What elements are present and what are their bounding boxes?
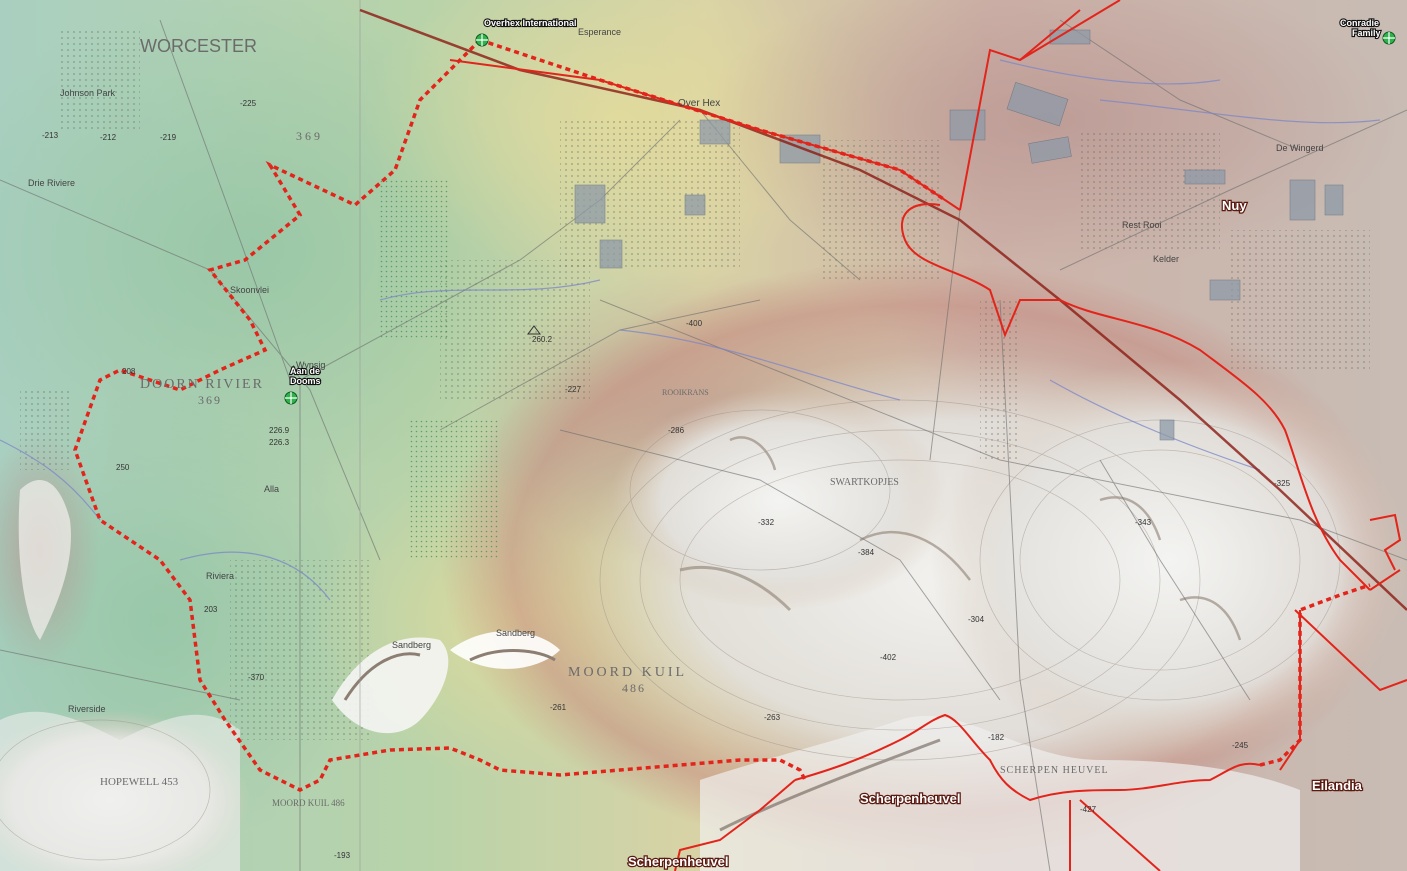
marker-aan-de-dooms[interactable]: Aan de Dooms — [284, 365, 322, 405]
svg-text:-370: -370 — [248, 673, 265, 682]
spot-heights: -219 -213 -212 -225 226.9 226.3 208 203 … — [42, 99, 1291, 860]
svg-text:-402: -402 — [880, 653, 897, 662]
svg-text:-245: -245 — [1232, 741, 1249, 750]
place-kelder: Kelder — [1153, 254, 1179, 264]
town-eilandia: Eilandia — [1312, 778, 1363, 793]
town-scherpenheuvel-1: Scherpenheuvel — [860, 791, 960, 806]
water-bodies — [574, 29, 1344, 441]
svg-text:-343: -343 — [1135, 518, 1152, 527]
place-sandberg-1: Sandberg — [392, 640, 431, 650]
region-doorn-num: 369 — [198, 393, 222, 407]
region-scherpen-heuvel: SCHERPEN HEUVEL — [1000, 765, 1109, 776]
svg-text:226.9: 226.9 — [269, 426, 290, 435]
region-hopewell: HOPEWELL 453 — [100, 776, 179, 788]
place-johnson-park: Johnson Park — [60, 88, 116, 98]
svg-text:-400: -400 — [686, 319, 703, 328]
hill-ridges — [0, 436, 1300, 871]
region-moord-kuil: MOORD KUIL — [568, 665, 687, 680]
town-labels: WORCESTER Nuy Scherpenheuvel Scherpenheu… — [140, 36, 1364, 870]
streams — [0, 59, 1381, 601]
svg-text:-304: -304 — [968, 615, 985, 624]
svg-text:-261: -261 — [550, 703, 567, 712]
marker-overhex-label: Overhex International — [484, 18, 577, 28]
place-alla: Alla — [264, 484, 279, 494]
marker-conradie-label-1: Conradie — [1340, 18, 1379, 28]
svg-text:-212: -212 — [100, 133, 117, 142]
place-riverside: Riverside — [68, 704, 106, 714]
crosshair-icon — [1383, 32, 1395, 44]
svg-text:-227: -227 — [565, 385, 582, 394]
svg-text:226.3: 226.3 — [269, 438, 290, 447]
trig-beacon-icon — [527, 325, 541, 335]
place-riviera: Riviera — [206, 571, 234, 581]
svg-text:-225: -225 — [240, 99, 257, 108]
town-worcester: WORCESTER — [140, 36, 257, 56]
town-scherpenheuvel-2: Scherpenheuvel — [628, 854, 728, 869]
marker-aan-de-dooms-label-2: Dooms — [290, 376, 321, 386]
svg-text:-286: -286 — [668, 426, 685, 435]
region-rooikrans: ROOIKRANS — [662, 388, 709, 397]
region-moord-num: 486 — [622, 681, 646, 695]
marker-conradie-label-2: Family — [1352, 28, 1381, 38]
national-road — [359, 8, 1407, 611]
dashed-boundary — [73, 38, 807, 792]
svg-text:-219: -219 — [160, 133, 177, 142]
region-swartkopjes: SWARTKOPJES — [830, 477, 899, 488]
place-labels: Over Hex Skoonvlei Wynsig Rest Rooi De W… — [28, 27, 1324, 714]
svg-text:-332: -332 — [758, 518, 775, 527]
crosshair-icon — [285, 392, 297, 404]
marker-aan-de-dooms-label-1: Aan de — [290, 366, 320, 376]
farmland-patches — [20, 30, 1370, 740]
svg-text:203: 203 — [204, 605, 218, 614]
svg-text:-193: -193 — [334, 851, 351, 860]
place-sandberg-2: Sandberg — [496, 628, 535, 638]
crosshair-icon — [476, 34, 488, 46]
svg-text:-263: -263 — [764, 713, 781, 722]
place-drie-riviere: Drie Riviere — [28, 178, 75, 188]
region-labels: DOORN RIVIER 369 3 6 9 MOORD KUIL 486 MO… — [100, 129, 1109, 808]
place-esperance: Esperance — [578, 27, 621, 37]
place-rest-rooi: Rest Rooi — [1122, 220, 1162, 230]
region-369-top: 3 6 9 — [296, 129, 320, 143]
svg-text:-213: -213 — [42, 131, 59, 140]
place-skoonvlei: Skoonvlei — [230, 285, 269, 295]
place-over-hex: Over Hex — [678, 98, 720, 109]
svg-text:-384: -384 — [858, 548, 875, 557]
dashed-boundary-east — [1259, 583, 1371, 767]
marker-overhex[interactable]: Overhex International — [475, 17, 578, 47]
town-nuy: Nuy — [1222, 198, 1247, 213]
svg-text:260.2: 260.2 — [532, 335, 553, 344]
dashed-boundary-road — [479, 38, 946, 202]
region-doorn-rivier: DOORN RIVIER — [140, 377, 264, 392]
marker-conradie[interactable]: Conradie Family — [1339, 17, 1396, 45]
region-moord-kuil-small: MOORD KUIL 486 — [272, 798, 345, 808]
svg-text:-182: -182 — [988, 733, 1005, 742]
place-wynsig: Wynsig — [296, 360, 325, 370]
svg-text:250: 250 — [116, 463, 130, 472]
svg-text:208: 208 — [122, 367, 136, 376]
svg-text:-427: -427 — [1080, 805, 1097, 814]
svg-text:-325: -325 — [1274, 479, 1291, 488]
place-de-wingerd: De Wingerd — [1276, 143, 1324, 153]
